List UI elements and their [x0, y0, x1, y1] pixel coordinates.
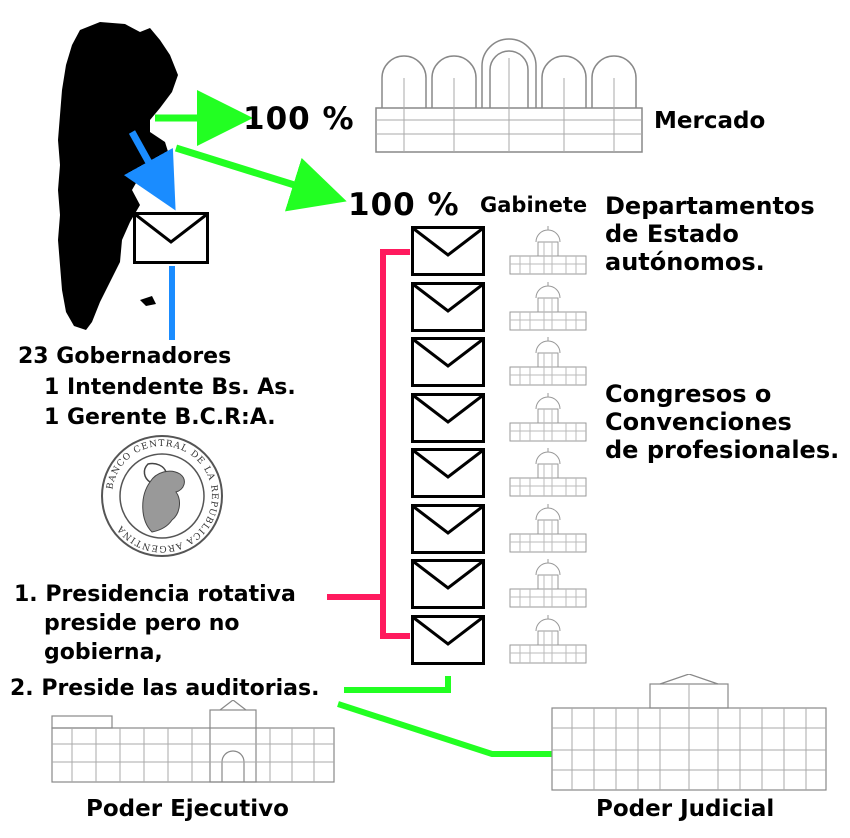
envelope-icon [411, 614, 485, 665]
envelope-icon [411, 559, 485, 609]
envelope-icon [411, 337, 485, 387]
casa-rosada-building-icon [51, 700, 335, 783]
congress-building-icon [509, 448, 587, 497]
mercado-building-icon [375, 38, 643, 153]
envelope-icon [411, 392, 485, 443]
tribunales-building-icon [551, 674, 827, 791]
congress-building-icon [509, 614, 587, 663]
argentina-map [58, 22, 178, 330]
envelope-icon [411, 226, 485, 276]
mercado-label: Mercado [654, 108, 766, 134]
congress-building-icon [509, 337, 587, 386]
gerente-bcra-label: 1 Gerente B.C.R:A. [44, 405, 276, 430]
envelope-icon [411, 503, 485, 554]
departamentos-label: Departamentos de Estado autónomos. [605, 192, 815, 276]
congress-building-icon [509, 226, 587, 275]
congresos-label: Congresos o Convenciones de profesionale… [605, 380, 840, 464]
congress-building-icon [509, 281, 587, 330]
bcra-seal-icon: BANCO CENTRAL DE LA REPUBLICA ARGENTINA [101, 435, 223, 557]
preside-label: preside pero no [44, 611, 240, 636]
gobierna-label: gobierna, [44, 640, 163, 665]
poder-ejecutivo-label: Poder Ejecutivo [86, 796, 289, 822]
pink-bracket [380, 249, 410, 639]
envelope-icon [133, 212, 209, 264]
green-line-auditorias [344, 676, 451, 693]
gabinete-label: Gabinete [480, 193, 588, 217]
presidencia-label: 1. Presidencia rotativa [14, 582, 296, 607]
congress-building-icon [509, 559, 587, 608]
percent-mid: 100 % [348, 187, 460, 223]
envelope-icon [411, 448, 485, 498]
intendente-label: 1 Intendente Bs. As. [44, 375, 296, 400]
poder-judicial-label: Poder Judicial [596, 796, 775, 822]
gobernadores-label: 23 Gobernadores [18, 344, 232, 369]
auditorias-label: 2. Preside las auditorias. [10, 676, 320, 701]
arrow-to-envelope [123, 130, 176, 211]
arrow-to-gabinete [174, 144, 347, 212]
congress-building-icon [509, 392, 587, 441]
percent-top: 100 % [243, 101, 355, 137]
green-line-judicial [337, 701, 552, 757]
congress-building-icon [509, 503, 587, 552]
envelope-icon [411, 281, 485, 332]
